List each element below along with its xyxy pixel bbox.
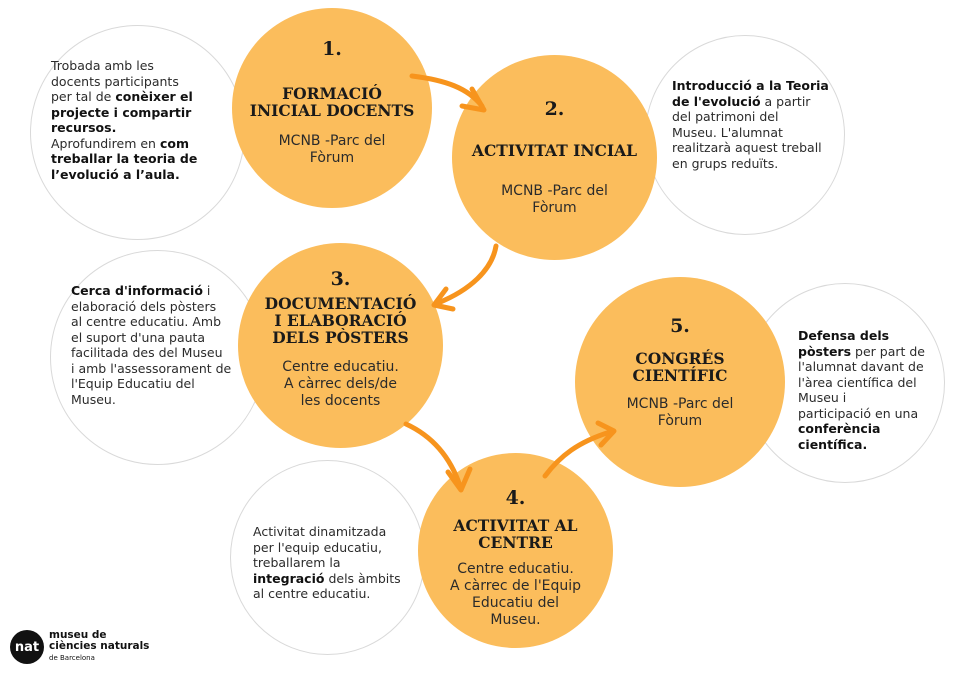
description-circle-2: Introducció a la Teoria de l'evolució a … <box>645 35 845 235</box>
step-number-5: 5. <box>670 315 690 337</box>
description-circle-1: Trobada amb les docents participants per… <box>30 25 245 240</box>
arrow-2-to-3 <box>435 243 499 306</box>
arrowhead-3-to-4 <box>445 466 473 493</box>
description-circle-4: Activitat dinamitzada per l'equip educat… <box>230 460 425 655</box>
description-text-4: Activitat dinamitzada per l'equip educat… <box>253 524 401 601</box>
description-text-1: Trobada amb les docents participants per… <box>51 58 198 182</box>
arrowhead-1-to-2 <box>459 86 487 113</box>
step-number-4: 4. <box>505 487 526 509</box>
description-text-2: Introducció a la Teoria de l'evolució a … <box>672 78 829 171</box>
logo-line-2: ciències naturals <box>49 640 150 652</box>
description-text-3: Cerca d'informació i elaboració dels pòs… <box>71 283 232 407</box>
arrowhead-4-to-5 <box>595 420 617 448</box>
step-title-2: ACTIVITAT INCIAL <box>471 141 638 160</box>
arrowhead-2-to-3 <box>431 286 456 312</box>
step-number-3: 3. <box>330 268 351 290</box>
logo-line-1: museu de <box>49 629 107 641</box>
logo-badge: nat <box>10 630 44 664</box>
museum-logo: nat museu de ciències naturals de Barcel… <box>10 630 149 664</box>
description-circle-3: Cerca d'informació i elaboració dels pòs… <box>50 250 265 465</box>
step-number-2: 2. <box>544 98 565 120</box>
description-text-5: Defensa dels pòsters per part de l'alumn… <box>798 328 925 452</box>
logo-text: museu de ciències naturals de Barcelona <box>49 630 149 664</box>
step-number-1: 1. <box>322 38 342 60</box>
logo-line-3: de Barcelona <box>49 654 95 662</box>
arrow-3-to-4 <box>403 421 463 489</box>
arrow-4-to-5 <box>542 429 613 479</box>
